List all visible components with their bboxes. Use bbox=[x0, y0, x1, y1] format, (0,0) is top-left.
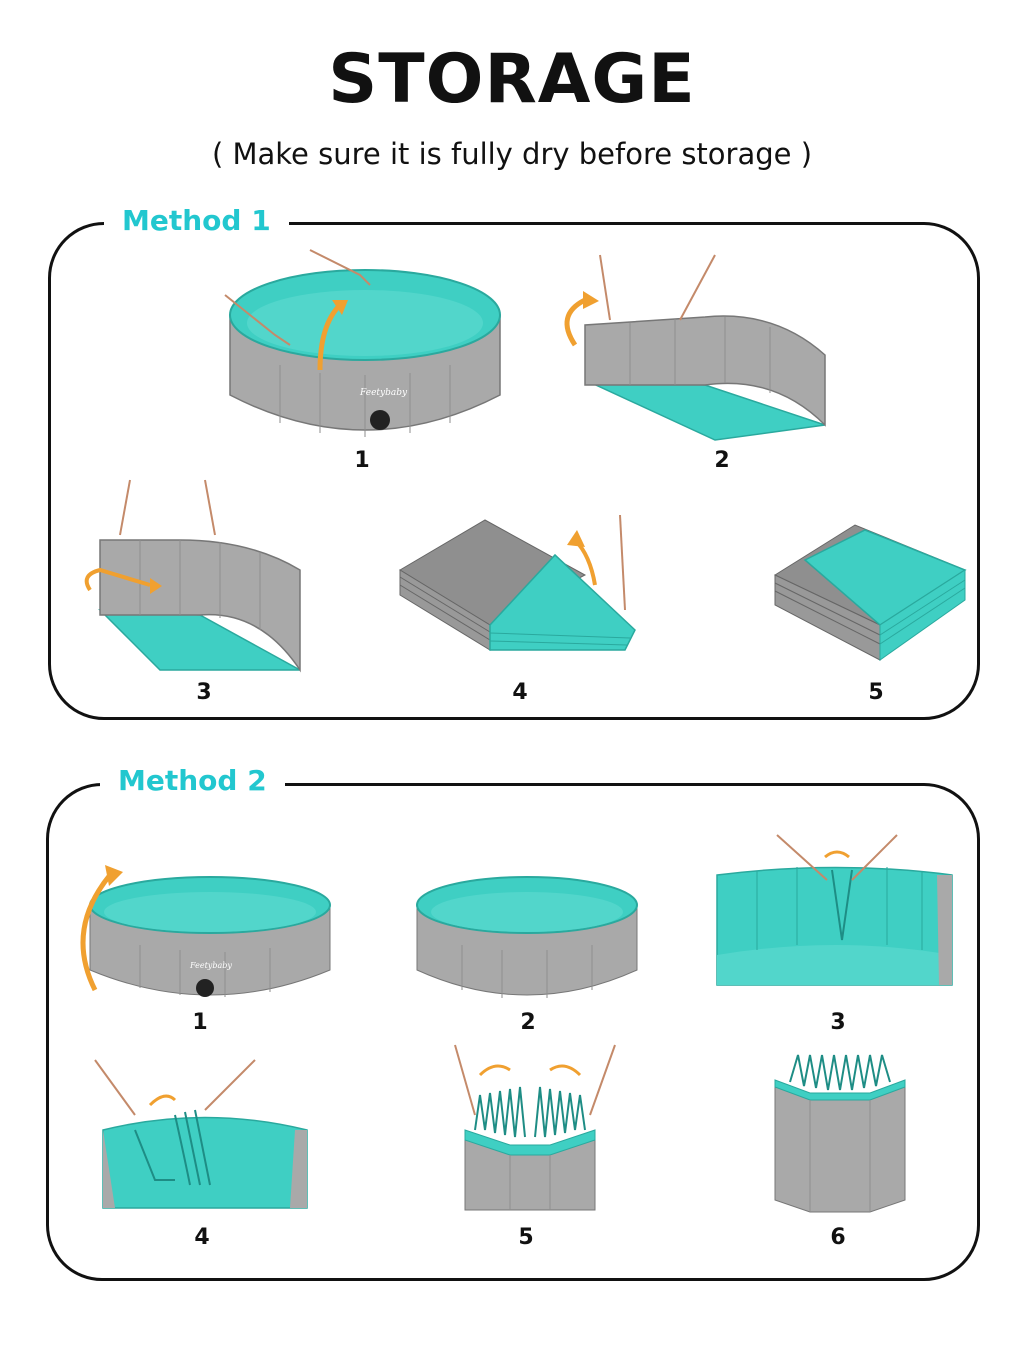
method-2-step-6-illustration bbox=[770, 1050, 910, 1215]
method-2-step-3-number: 3 bbox=[830, 1010, 846, 1035]
method-1-step-5-illustration bbox=[770, 520, 970, 665]
method-2-step-5-illustration bbox=[440, 1044, 620, 1215]
method-1-step-2-illustration bbox=[555, 254, 835, 445]
method-1-step-1-illustration: Feetybaby bbox=[220, 245, 510, 445]
method-2-step-1-number: 1 bbox=[192, 1010, 208, 1035]
method-2-label: Method 2 bbox=[100, 764, 285, 797]
method-1-step-4-number: 4 bbox=[512, 680, 528, 705]
method-1-label: Method 1 bbox=[104, 204, 289, 237]
method-2-step-4-number: 4 bbox=[194, 1225, 210, 1250]
method-2-step-6-number: 6 bbox=[830, 1225, 846, 1250]
method-2-step-1-illustration: Feetybaby bbox=[65, 860, 335, 1005]
brand-mark: Feetybaby bbox=[189, 961, 232, 970]
brand-mark: Feetybaby bbox=[359, 388, 408, 398]
page-subtitle: ( Make sure it is fully dry before stora… bbox=[211, 137, 813, 171]
method-1-panel bbox=[48, 222, 980, 720]
method-2-step-2-illustration bbox=[412, 870, 642, 1005]
method-1-step-4-illustration bbox=[395, 514, 645, 665]
method-2-step-4-illustration bbox=[94, 1059, 315, 1210]
method-2-step-2-number: 2 bbox=[520, 1010, 536, 1035]
method-1-step-2-number: 2 bbox=[714, 448, 730, 473]
method-2-step-3-illustration bbox=[716, 834, 957, 990]
method-2-step-5-number: 5 bbox=[518, 1225, 534, 1250]
method-2-panel bbox=[46, 783, 980, 1281]
method-1-step-3-number: 3 bbox=[196, 680, 212, 705]
page-title: STORAGE bbox=[328, 40, 696, 119]
method-1-step-5-number: 5 bbox=[868, 680, 884, 705]
method-1-step-3-illustration bbox=[70, 479, 310, 680]
method-1-step-1-number: 1 bbox=[354, 448, 370, 473]
